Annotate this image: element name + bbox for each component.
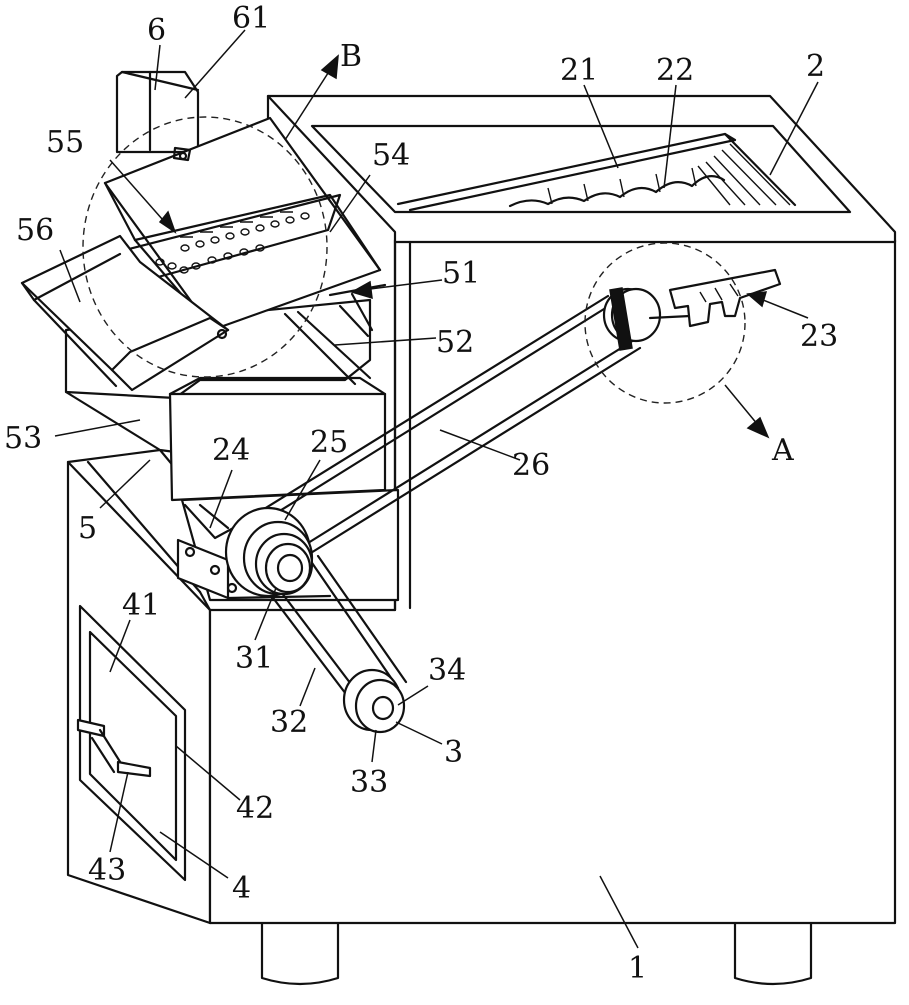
label-22: 22 (656, 53, 694, 88)
rollers-22 (508, 143, 791, 208)
label-24: 24 (212, 433, 250, 468)
label-53: 53 (4, 421, 42, 456)
label-51: 51 (442, 256, 480, 291)
hopper-54 (103, 116, 382, 332)
detail-circle-b (82, 116, 328, 378)
label-1: 1 (628, 951, 647, 986)
label-21: 21 (560, 53, 598, 88)
label-56: 56 (16, 213, 54, 248)
pulley-33 (342, 668, 406, 734)
label-23: 23 (800, 319, 838, 354)
label-5: 5 (78, 511, 97, 546)
pulley-25 (224, 506, 314, 598)
label-32: 32 (270, 705, 308, 740)
label-26: 26 (512, 448, 550, 483)
label-34: 34 (428, 653, 466, 688)
label-52: 52 (436, 325, 474, 360)
door-4 (76, 604, 187, 882)
label-2: 2 (806, 49, 825, 84)
label-55: 55 (46, 125, 84, 160)
section-arrow-b (284, 54, 339, 141)
label-4: 4 (232, 871, 251, 906)
label-54: 54 (372, 138, 410, 173)
label-61: 61 (232, 1, 270, 36)
feet (260, 920, 813, 986)
reference-labels: 6 61 B 55 56 54 51 52 53 5 24 25 26 21 2… (4, 1, 838, 986)
belt-32 (256, 554, 408, 704)
label-25: 25 (310, 425, 348, 460)
support-24 (176, 503, 332, 600)
label-3: 3 (444, 735, 463, 770)
label-42: 42 (236, 791, 274, 826)
screen-21 (396, 132, 797, 212)
label-a: A (771, 433, 794, 468)
leader-lines (54, 29, 819, 949)
post-6 (115, 70, 200, 154)
cam-23 (668, 268, 782, 328)
label-31: 31 (235, 641, 273, 676)
detail-circle-a (584, 242, 746, 404)
label-b: B (340, 39, 362, 74)
section-arrow-a (724, 384, 770, 439)
label-41: 41 (122, 588, 160, 623)
label-6: 6 (147, 13, 166, 48)
belt-26 (254, 294, 642, 558)
chute-56 (20, 234, 230, 392)
label-33: 33 (350, 765, 388, 800)
upper-pulley (602, 287, 692, 351)
guide-52 (283, 310, 372, 386)
label-43: 43 (88, 853, 126, 888)
